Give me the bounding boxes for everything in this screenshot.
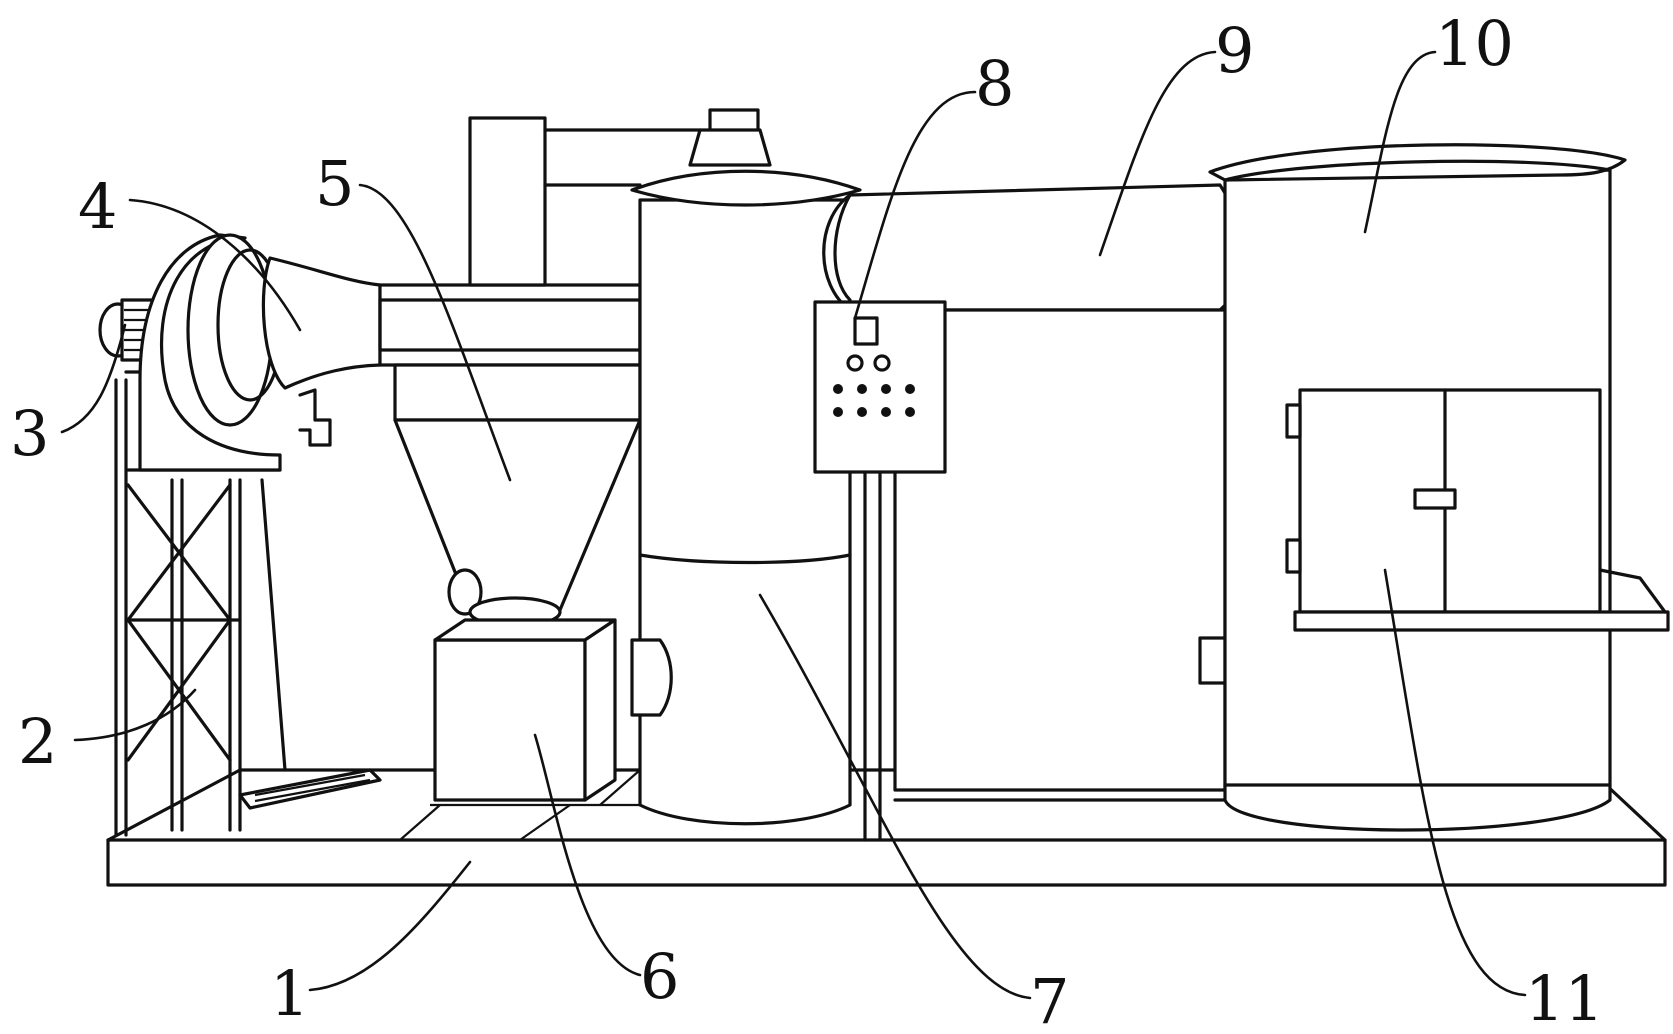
leader-10	[1363, 50, 1437, 234]
leader-7	[758, 593, 1032, 1000]
connecting-duct	[378, 108, 772, 367]
central-cabinet	[863, 308, 1227, 842]
label-8: 8	[975, 47, 1014, 120]
treatment-tower	[630, 169, 862, 826]
leader-4	[128, 198, 302, 332]
leader-3	[60, 323, 127, 434]
leader-9	[1098, 50, 1217, 257]
leader-11	[1383, 568, 1527, 997]
part-labels: 1 2 3 4 5 6 7 8 9 10 11	[10, 7, 1604, 1034]
leader-5	[358, 183, 512, 482]
control-panel	[813, 300, 947, 474]
label-11: 11	[1525, 962, 1604, 1034]
label-6: 6	[640, 940, 679, 1013]
leader-lines	[60, 50, 1527, 1000]
lattice-frame	[114, 378, 382, 837]
label-10: 10	[1435, 7, 1514, 80]
centrifugal-fan	[138, 233, 382, 472]
label-9: 9	[1215, 14, 1254, 87]
label-2: 2	[18, 705, 57, 778]
label-4: 4	[78, 170, 117, 243]
cyclone-separator	[393, 363, 642, 628]
leader-2	[73, 688, 197, 742]
side-cabinet	[1285, 388, 1670, 632]
label-3: 3	[10, 397, 49, 470]
label-1: 1	[270, 957, 309, 1030]
horizontal-tank	[822, 183, 1244, 312]
leader-8	[853, 90, 977, 320]
leader-6	[533, 733, 642, 977]
label-5: 5	[315, 147, 354, 220]
label-7: 7	[1030, 965, 1069, 1034]
leader-1	[308, 860, 472, 992]
collection-box	[433, 618, 617, 802]
